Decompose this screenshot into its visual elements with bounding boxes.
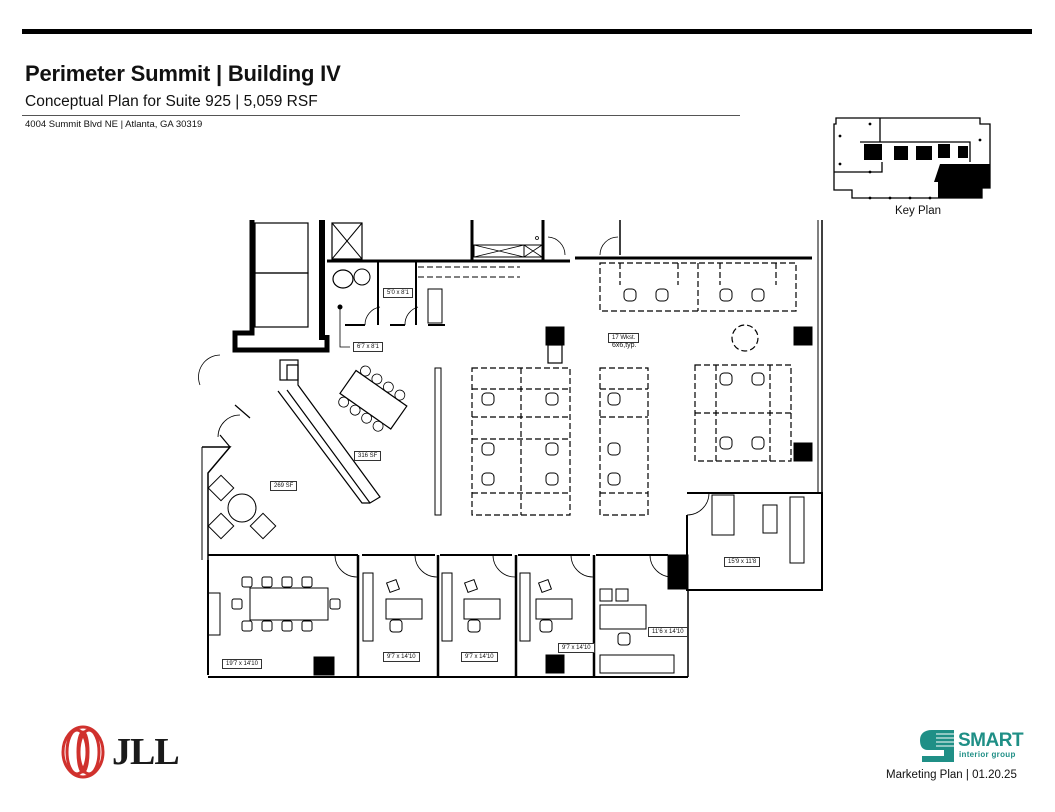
room-label-closet-2: 6'7 x 8'1 bbox=[353, 342, 383, 352]
room-label-reception: 269 SF bbox=[270, 481, 298, 491]
address: 4004 Summit Blvd NE | Atlanta, GA 30319 bbox=[25, 119, 203, 130]
room-label-office-1: 9'7 x 14'10 bbox=[383, 652, 420, 662]
jll-rings-icon bbox=[61, 725, 105, 779]
page-title: Perimeter Summit | Building IV bbox=[25, 61, 341, 86]
room-label-office-2: 9'7 x 14'10 bbox=[461, 652, 498, 662]
room-label-break-area: 316 SF bbox=[354, 451, 382, 461]
smart-s-icon bbox=[920, 730, 954, 762]
floor-plan-drawing bbox=[198, 220, 823, 678]
room-label-office-large: 15'9 x 11'8 bbox=[724, 557, 761, 567]
jll-logo-text: JLL bbox=[112, 731, 180, 773]
jll-logo: JLL bbox=[60, 723, 185, 781]
page-subtitle: Conceptual Plan for Suite 925 | 5,059 RS… bbox=[25, 93, 318, 110]
smart-logo-subtext: interior group bbox=[959, 750, 1016, 759]
key-plan-label: Key Plan bbox=[894, 205, 942, 217]
key-plan-diagram bbox=[833, 117, 991, 200]
room-label-closet-1: 5'0 x 8'1 bbox=[383, 288, 413, 298]
smart-interior-logo: SMART interior group bbox=[918, 728, 1033, 766]
room-label-office-corner: 11'6 x 14'10 bbox=[648, 627, 688, 637]
room-label-office-3: 9'7 x 14'10 bbox=[558, 643, 595, 653]
floor-plan: 5'0 x 8'1 6'7 x 8'1 17 Wkst. 6x6,typ. 31… bbox=[190, 215, 840, 685]
marketing-plan-date: Marketing Plan | 01.20.25 bbox=[886, 769, 1017, 781]
smart-logo-text: SMART bbox=[958, 730, 1024, 751]
workstation-size-label: 6x6,typ. bbox=[612, 342, 637, 349]
subtitle-rule bbox=[22, 115, 740, 116]
workstation-count-label: 17 Wkst. bbox=[608, 333, 640, 343]
room-label-conference: 19'7 x 14'10 bbox=[222, 659, 262, 669]
top-rule bbox=[22, 29, 1032, 34]
